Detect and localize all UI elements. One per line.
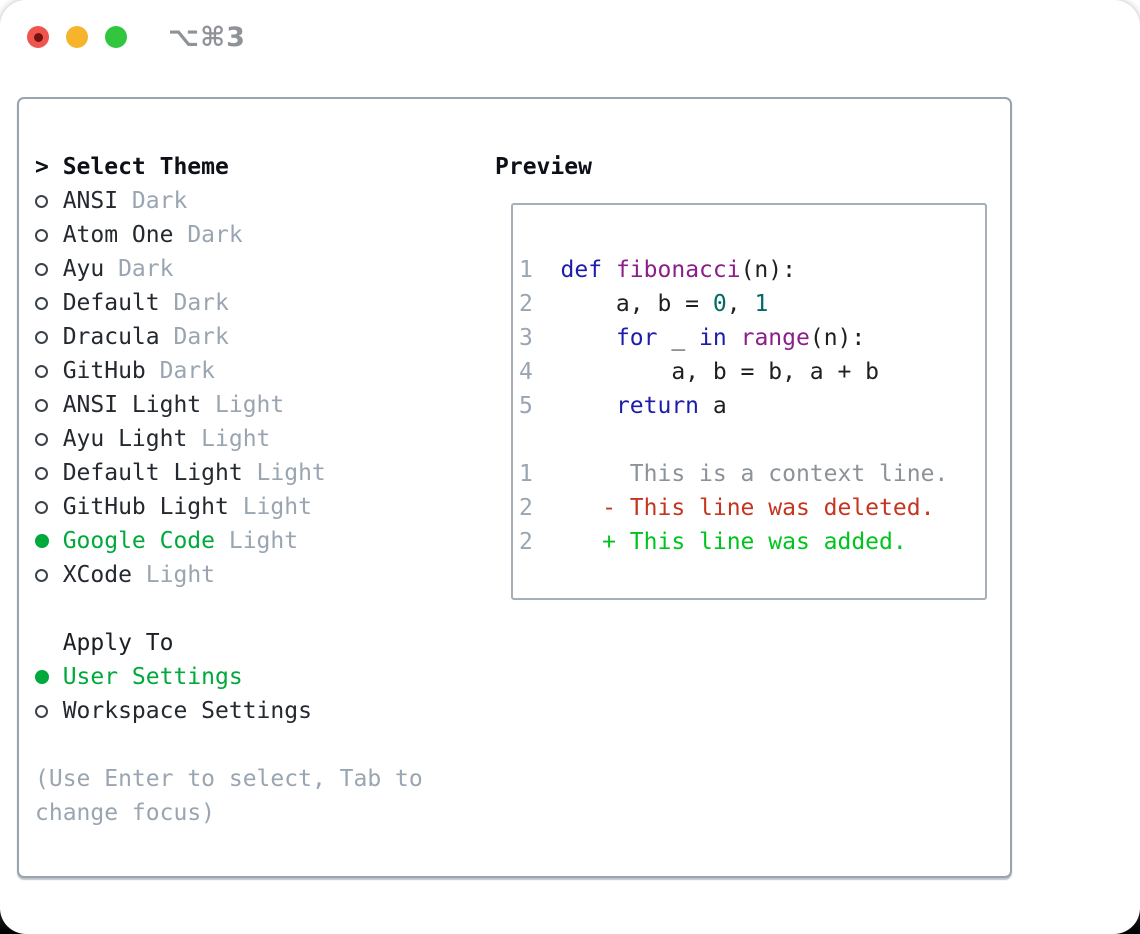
option-label: GitHub Light — [62, 494, 229, 520]
variant-tag: Light — [215, 392, 285, 418]
option-label: ANSI Light — [62, 392, 202, 418]
option-label: GitHub — [62, 358, 146, 384]
variant-tag: Light — [201, 426, 271, 452]
radio-unselected-icon — [35, 330, 63, 344]
preview-line: 2 - This line was deleted. — [519, 495, 935, 521]
variant-tag: Dark — [173, 290, 229, 316]
titlebar: ⌥⌘3 — [0, 0, 1140, 74]
help-text: (Use Enter to select, Tab to change focu… — [35, 762, 485, 830]
help-line-2: change focus) — [35, 800, 216, 826]
preview-line: 1 This is a context line. — [519, 461, 949, 487]
radio-selected-icon — [35, 534, 63, 548]
option-label: XCode — [62, 562, 132, 588]
radio-unselected-icon — [35, 194, 63, 208]
theme-option[interactable]: ANSI Dark — [35, 184, 485, 218]
preview-line: 2 + This line was added. — [519, 529, 907, 555]
radio-unselected-icon — [35, 568, 63, 582]
theme-option[interactable]: Default Dark — [35, 286, 485, 320]
option-label: Dracula — [62, 324, 160, 350]
radio-unselected-icon — [35, 432, 63, 446]
option-label: Workspace Settings — [62, 698, 312, 724]
help-line-1: (Use Enter to select, Tab to — [35, 766, 423, 792]
preview-line: 4 a, b = b, a + b — [519, 359, 880, 385]
radio-unselected-icon — [35, 398, 63, 412]
theme-option[interactable]: Default Light Light — [35, 456, 485, 490]
option-label: Atom One — [62, 222, 174, 248]
blank-line — [519, 423, 977, 457]
radio-unselected-icon — [35, 500, 63, 514]
apply-to-option[interactable]: User Settings — [35, 660, 485, 694]
option-label: Default — [62, 290, 160, 316]
select-theme-label: Select Theme — [62, 154, 229, 180]
variant-tag: Light — [228, 528, 299, 554]
theme-option[interactable]: GitHub Light Light — [35, 490, 485, 524]
option-label: Ayu Light — [62, 426, 188, 452]
theme-option[interactable]: Dracula Dark — [35, 320, 485, 354]
radio-unselected-icon — [35, 704, 63, 718]
theme-option[interactable]: Ayu Light Light — [35, 422, 485, 456]
select-theme-header: > Select Theme — [35, 150, 485, 184]
preview-line: 5 return a — [519, 393, 727, 419]
radio-unselected-icon — [35, 466, 63, 480]
theme-option[interactable]: ANSI Light Light — [35, 388, 485, 422]
theme-option[interactable]: GitHub Dark — [35, 354, 485, 388]
radio-selected-icon — [35, 670, 63, 684]
preview-line: 3 for _ in range(n): — [519, 325, 866, 351]
variant-tag: Dark — [118, 256, 174, 282]
option-label: Ayu — [62, 256, 105, 282]
diff-preview: 1 This is a context line. 2 - This line w… — [519, 457, 977, 559]
preview-line: 1 def fibonacci(n): — [519, 257, 796, 283]
apply-to-option[interactable]: Workspace Settings — [35, 694, 485, 728]
option-label: ANSI — [62, 188, 119, 214]
traffic-lights — [27, 26, 127, 48]
code-preview: 1 def fibonacci(n): 2 a, b = 0, 1 3 for _ … — [519, 253, 977, 423]
window-title: ⌥⌘3 — [168, 22, 246, 53]
apply-to-label: Apply To — [62, 630, 174, 656]
spacer — [35, 728, 485, 762]
radio-unselected-icon — [35, 364, 63, 378]
preview-header: Preview — [495, 154, 592, 180]
close-button[interactable] — [27, 26, 49, 48]
variant-tag: Light — [242, 494, 312, 520]
radio-unselected-icon — [35, 228, 63, 242]
option-label: User Settings — [62, 664, 243, 690]
variant-tag: Light — [256, 460, 326, 486]
apply-to-header: Apply To — [35, 626, 485, 660]
radio-unselected-icon — [35, 296, 63, 310]
option-label: Default Light — [62, 460, 243, 486]
spacer — [35, 592, 485, 626]
close-dot-icon — [33, 32, 43, 42]
option-label: Google Code — [62, 528, 216, 554]
variant-tag: Light — [145, 562, 216, 588]
variant-tag: Dark — [173, 324, 229, 350]
radio-unselected-icon — [35, 262, 63, 276]
zoom-button[interactable] — [105, 26, 127, 48]
theme-option[interactable]: Google Code Light — [35, 524, 485, 558]
variant-tag: Dark — [187, 222, 243, 248]
theme-option[interactable]: XCode Light — [35, 558, 485, 592]
variant-tag: Dark — [159, 358, 216, 384]
variant-tag: Dark — [131, 188, 188, 214]
preview-box: 1 def fibonacci(n): 2 a, b = 0, 1 3 for _ … — [511, 203, 987, 600]
selection-caret-icon: > — [35, 154, 49, 180]
preview-line: 2 a, b = 0, 1 — [519, 291, 769, 317]
minimize-button[interactable] — [66, 26, 88, 48]
theme-option[interactable]: Ayu Dark — [35, 252, 485, 286]
theme-option[interactable]: Atom One Dark — [35, 218, 485, 252]
